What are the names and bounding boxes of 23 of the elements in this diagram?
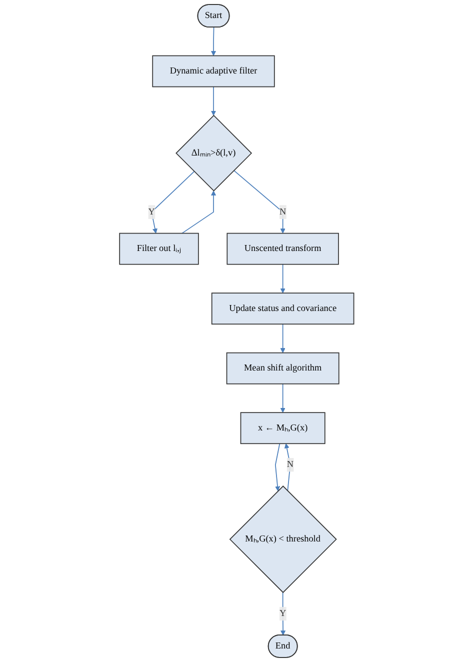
arrow xyxy=(151,171,195,234)
node-diamond: Δlₘᵢₙ>δ(l,v) xyxy=(176,114,252,192)
arrow xyxy=(280,383,286,413)
node-diamond: Mₕ,G(x) < threshold xyxy=(230,486,338,594)
edge-label: Y xyxy=(280,608,286,618)
arrow xyxy=(280,324,286,354)
arrow xyxy=(284,443,291,492)
edge-label: N xyxy=(287,460,294,470)
arrow xyxy=(182,190,216,234)
node-box: Mean shift algorithm xyxy=(226,352,340,384)
node-box: Dynamic adaptive filter xyxy=(152,55,276,88)
arrow xyxy=(211,26,216,56)
node-box: Filter out lᵢ,ⱼ xyxy=(119,232,200,265)
node-box: x ← Mₕ,G(x) xyxy=(240,412,326,444)
edge-label: Y xyxy=(148,206,156,217)
node-box: Update status and covariance xyxy=(212,292,355,325)
arrow xyxy=(211,86,216,116)
arrow xyxy=(280,264,286,294)
arrow xyxy=(280,592,286,636)
arrow xyxy=(275,443,280,492)
arrow xyxy=(234,170,286,234)
edge-label: N xyxy=(280,206,286,217)
node-box: Unscented transform xyxy=(227,232,340,265)
